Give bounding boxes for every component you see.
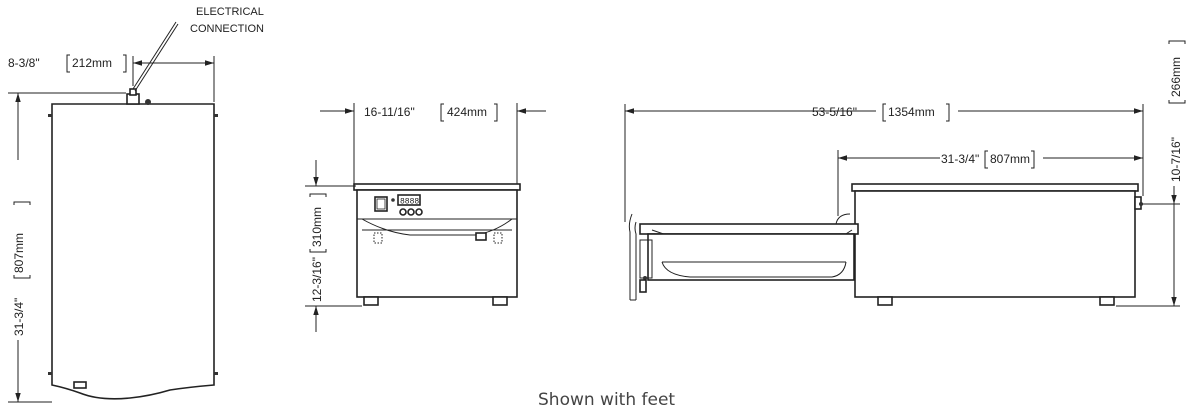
top-view-corner bbox=[214, 114, 218, 117]
drawer-front-handle bbox=[634, 221, 637, 300]
metric-bracket bbox=[882, 103, 886, 122]
electrical-label-line1: ELECTRICAL bbox=[196, 6, 264, 18]
side-foot-left bbox=[877, 296, 893, 306]
front-width-metric: 424mm bbox=[447, 105, 487, 119]
front-foot-left bbox=[363, 296, 379, 306]
front-view: 8888 16-11/16" 424mm 12-3/16" 310mm bbox=[305, 103, 546, 332]
front-drawer-curve bbox=[361, 218, 513, 236]
metric-bracket bbox=[309, 193, 327, 197]
metric-bracket bbox=[1168, 40, 1186, 44]
control-button[interactable] bbox=[415, 208, 423, 216]
display-digits: 8888 bbox=[400, 198, 419, 207]
top-view-corner bbox=[48, 114, 52, 117]
side-view: 53-5/16" 1354mm 31-3/4" 807mm 10-7/16" 2… bbox=[624, 40, 1186, 307]
vent-grille-left bbox=[373, 232, 383, 244]
metric-bracket bbox=[984, 150, 988, 169]
front-height-metric: 310mm bbox=[310, 207, 324, 247]
drawer-extension-imperial: 31-3/4" bbox=[941, 152, 979, 166]
drawer-handle[interactable] bbox=[475, 232, 487, 241]
electrical-leader-line bbox=[132, 21, 177, 90]
electrical-connection-knob bbox=[145, 99, 151, 105]
drawer-latch bbox=[643, 276, 647, 280]
electrical-connection-plug bbox=[129, 88, 137, 96]
metric-bracket bbox=[13, 201, 31, 205]
indicator-light bbox=[391, 198, 395, 202]
front-height-imperial: 12-3/16" bbox=[310, 257, 324, 302]
metric-bracket bbox=[309, 249, 327, 253]
metric-bracket bbox=[946, 103, 950, 122]
top-view-corner bbox=[214, 372, 218, 375]
drawer-front-handle bbox=[628, 213, 633, 300]
metric-bracket bbox=[1168, 100, 1186, 104]
metric-bracket bbox=[66, 54, 70, 73]
front-width-imperial: 16-11/16" bbox=[364, 105, 415, 119]
power-switch-rocker bbox=[376, 198, 386, 210]
top-depth-imperial: 31-3/4" bbox=[12, 298, 26, 336]
dimension-gap bbox=[11, 160, 26, 340]
control-button[interactable] bbox=[407, 208, 415, 216]
drawer-rear-hook bbox=[835, 213, 851, 225]
electrical-leader-line bbox=[134, 23, 179, 92]
metric-bracket bbox=[494, 103, 498, 122]
top-width-metric: 212mm bbox=[72, 56, 112, 70]
drawer-body bbox=[647, 233, 855, 281]
drawer-latch bbox=[639, 279, 647, 293]
metric-bracket bbox=[440, 103, 444, 122]
drawer-extension-metric: 807mm bbox=[990, 152, 1030, 166]
top-view: ELECTRICAL CONNECTION 8-3/8" 212mm 31-3/… bbox=[8, 6, 264, 403]
side-top-lip bbox=[851, 183, 1139, 192]
drawer-pan bbox=[661, 261, 847, 278]
side-length-metric: 1354mm bbox=[888, 105, 935, 119]
top-view-outline bbox=[51, 103, 215, 400]
electrical-label-line2: CONNECTION bbox=[190, 23, 264, 35]
top-view-foot bbox=[73, 381, 87, 389]
side-body bbox=[854, 190, 1136, 298]
side-foot-right bbox=[1099, 296, 1115, 306]
metric-bracket bbox=[1031, 150, 1035, 169]
front-foot-right bbox=[492, 296, 508, 306]
metric-bracket bbox=[123, 54, 127, 73]
top-depth-metric: 807mm bbox=[12, 233, 26, 273]
front-top-lip bbox=[353, 183, 521, 191]
side-length-imperial: 53-5/16" bbox=[812, 105, 857, 119]
vent-grille-right bbox=[493, 232, 503, 244]
digital-display bbox=[397, 194, 421, 206]
side-rear-knob bbox=[1139, 202, 1143, 206]
top-view-corner bbox=[48, 372, 52, 375]
drawer-lid bbox=[639, 223, 859, 235]
side-height-imperial: 10-7/16" bbox=[1169, 137, 1183, 182]
caption: Shown with feet bbox=[538, 390, 675, 409]
control-button[interactable] bbox=[399, 208, 407, 216]
top-width-imperial: 8-3/8" bbox=[8, 56, 40, 70]
side-height-metric: 266mm bbox=[1169, 57, 1183, 97]
metric-bracket bbox=[13, 275, 31, 279]
